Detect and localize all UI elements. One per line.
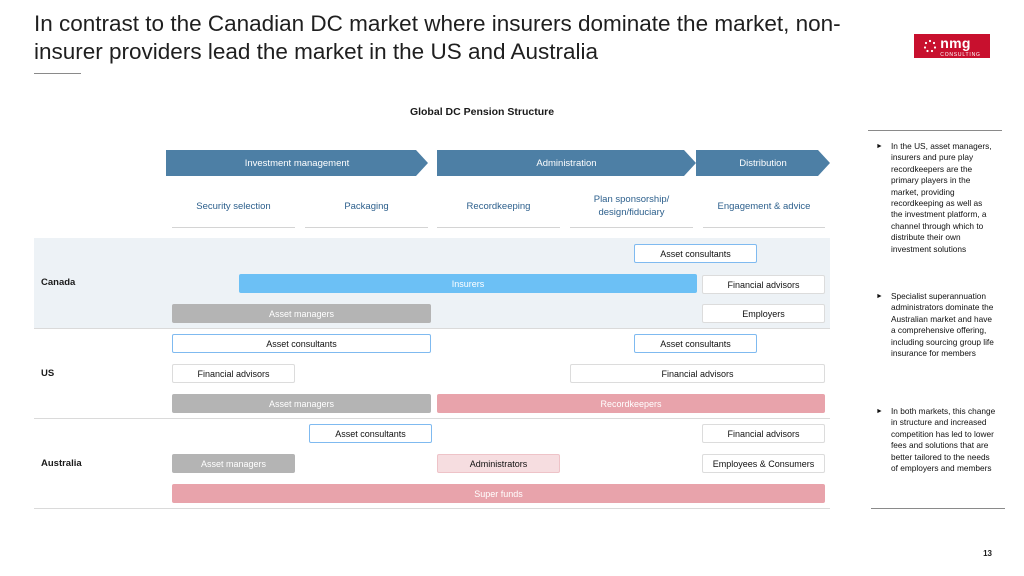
us-financial-advisors-left: Financial advisors	[172, 364, 295, 383]
row-divider	[34, 508, 830, 509]
sidebar-top-rule	[868, 130, 1002, 131]
stage-administration: Administration	[437, 150, 696, 176]
slide-title: In contrast to the Canadian DC market wh…	[34, 11, 841, 64]
bullet-arrow-icon: ►	[876, 143, 883, 150]
row-label-canada: Canada	[41, 277, 76, 288]
bullet-text: In both markets, this change in structur…	[891, 406, 996, 474]
function-underline	[172, 227, 295, 228]
australia-administrators: Administrators	[437, 454, 560, 473]
australia-super-funds: Super funds	[172, 484, 825, 503]
sidebar-bottom-rule	[871, 508, 1005, 509]
logo-sub: CONSULTING	[940, 51, 981, 58]
function-security-selection: Security selection	[196, 200, 271, 212]
page-number: 13	[983, 549, 992, 558]
sidebar-bullet: ► In both markets, this change in struct…	[876, 406, 996, 474]
canada-asset-consultants: Asset consultants	[634, 244, 757, 263]
function-underline	[703, 227, 825, 228]
canada-asset-managers: Asset managers	[172, 304, 431, 323]
stage-distribution: Distribution	[696, 150, 830, 176]
nmg-logo: nmg CONSULTING	[914, 34, 990, 58]
bullet-text: In the US, asset managers, insurers and …	[891, 141, 992, 254]
stage-label: Distribution	[739, 157, 787, 169]
row-divider	[34, 328, 830, 329]
bullet-text: Specialist superannuation administrators…	[891, 291, 994, 359]
australia-asset-managers: Asset managers	[172, 454, 295, 473]
row-label-australia: Australia	[41, 458, 82, 469]
australia-financial-advisors: Financial advisors	[702, 424, 825, 443]
bullet-arrow-icon: ►	[876, 408, 883, 415]
function-packaging: Packaging	[344, 200, 389, 212]
sidebar-bullet: ► Specialist superannuation administrato…	[876, 291, 996, 359]
function-recordkeeping: Recordkeeping	[466, 200, 531, 212]
row-label-us: US	[41, 368, 55, 379]
sidebar-bullet: ► In the US, asset managers, insurers an…	[876, 141, 996, 255]
function-underline	[305, 227, 428, 228]
australia-asset-consultants: Asset consultants	[309, 424, 432, 443]
canada-employers: Employers	[702, 304, 825, 323]
us-recordkeepers: Recordkeepers	[437, 394, 825, 413]
canada-financial-advisors: Financial advisors	[702, 275, 825, 294]
australia-employees-consumers: Employees & Consumers	[702, 454, 825, 473]
canada-insurers: Insurers	[239, 274, 697, 293]
logo-brand: nmg	[940, 34, 971, 51]
title-underline	[34, 73, 81, 74]
function-underline	[570, 227, 693, 228]
us-asset-consultants-left: Asset consultants	[172, 334, 431, 353]
function-underline	[437, 227, 560, 228]
function-engagement-advice: Engagement & advice	[717, 200, 811, 212]
function-plan-sponsorship: Plan sponsorship/ design/fiduciary	[593, 194, 670, 218]
diagram-title: Global DC Pension Structure	[409, 106, 555, 118]
row-divider	[34, 418, 830, 419]
logo-dots-icon	[924, 39, 937, 53]
us-financial-advisors-right: Financial advisors	[570, 364, 825, 383]
stage-label: Administration	[536, 157, 597, 169]
stage-label: Investment management	[244, 157, 350, 169]
us-asset-managers: Asset managers	[172, 394, 431, 413]
us-asset-consultants-right: Asset consultants	[634, 334, 757, 353]
stage-investment-management: Investment management	[166, 150, 428, 176]
bullet-arrow-icon: ►	[876, 293, 883, 300]
